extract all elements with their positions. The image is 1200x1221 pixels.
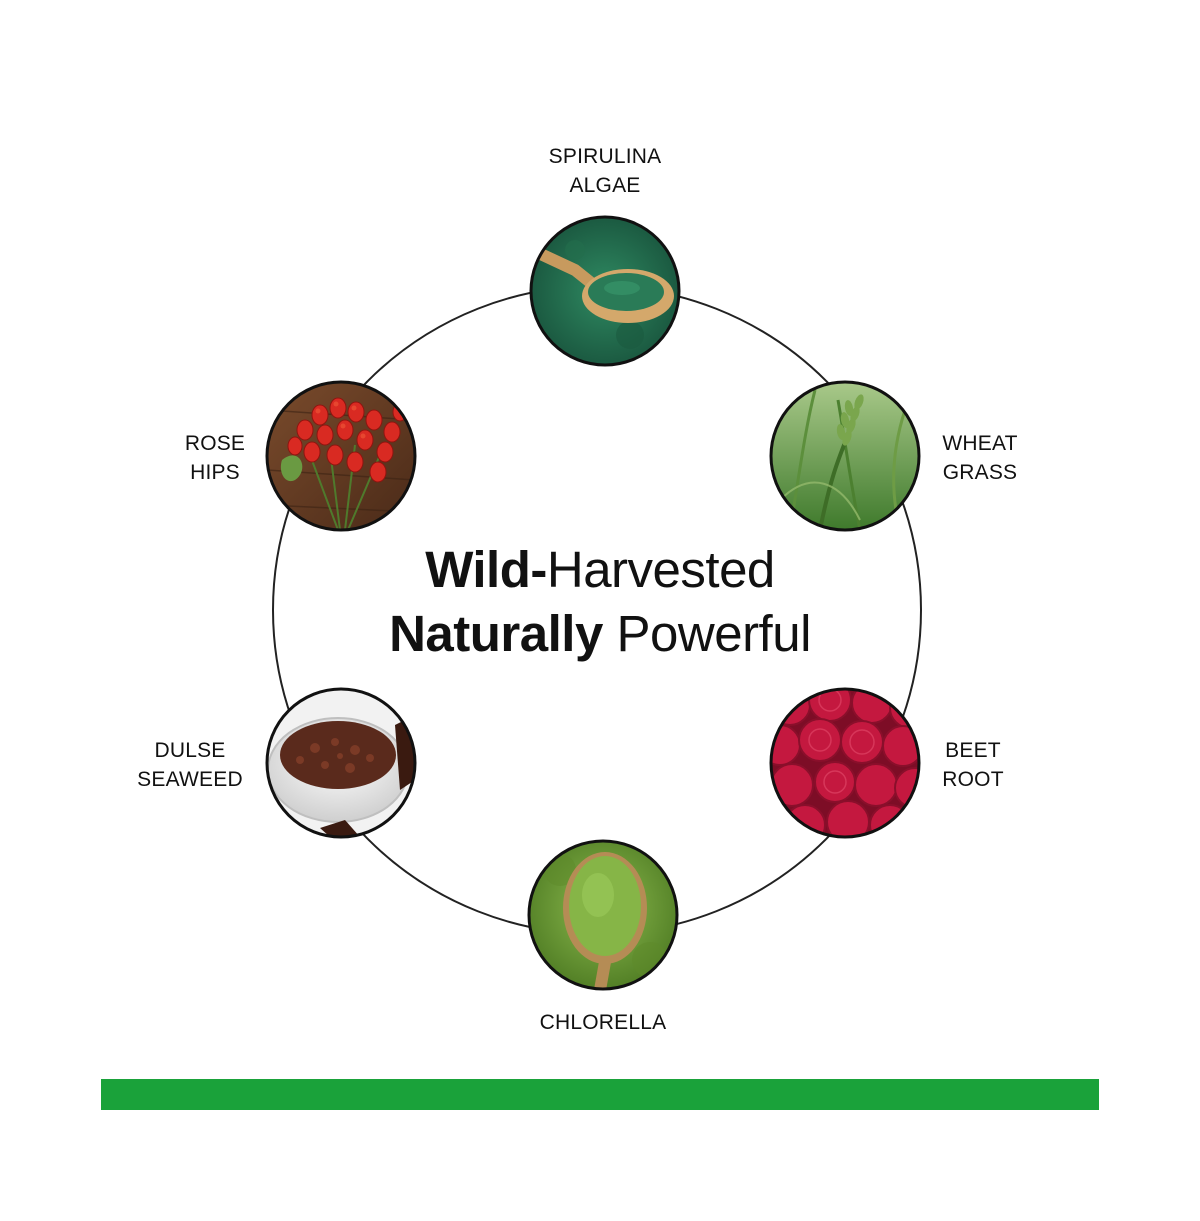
beet-slices-icon xyxy=(769,687,921,839)
headline-line-2: Naturally Powerful xyxy=(300,602,900,666)
headline-line-1: Wild-Harvested xyxy=(300,538,900,602)
headline-line-2-bold: Naturally xyxy=(389,605,603,662)
label-wheat-grass: WHEAT GRASS xyxy=(942,432,1018,484)
label-spirulina: SPIRULINA ALGAE xyxy=(548,145,662,197)
headline-line-1-bold: Wild- xyxy=(425,541,547,598)
headline-line-2-rest: Powerful xyxy=(616,605,812,662)
label-beet-root: BEET ROOT xyxy=(942,739,1004,791)
headline-line-1-rest: Harvested xyxy=(546,541,775,598)
label-chlorella: CHLORELLA xyxy=(539,1011,667,1034)
dulse-flakes-bowl-icon xyxy=(265,687,417,839)
wheat-grass-field-icon xyxy=(769,380,921,532)
spirulina-powder-spoon-icon xyxy=(529,215,681,367)
label-dulse-seaweed: DULSE SEAWEED xyxy=(137,739,243,791)
green-footer-bar xyxy=(101,1079,1099,1110)
label-rose-hips: ROSE HIPS xyxy=(184,432,246,484)
rose-hips-berries-icon xyxy=(265,380,417,532)
chlorella-powder-spoon-icon xyxy=(527,839,679,991)
center-headline: Wild-Harvested Naturally Powerful xyxy=(300,538,900,666)
